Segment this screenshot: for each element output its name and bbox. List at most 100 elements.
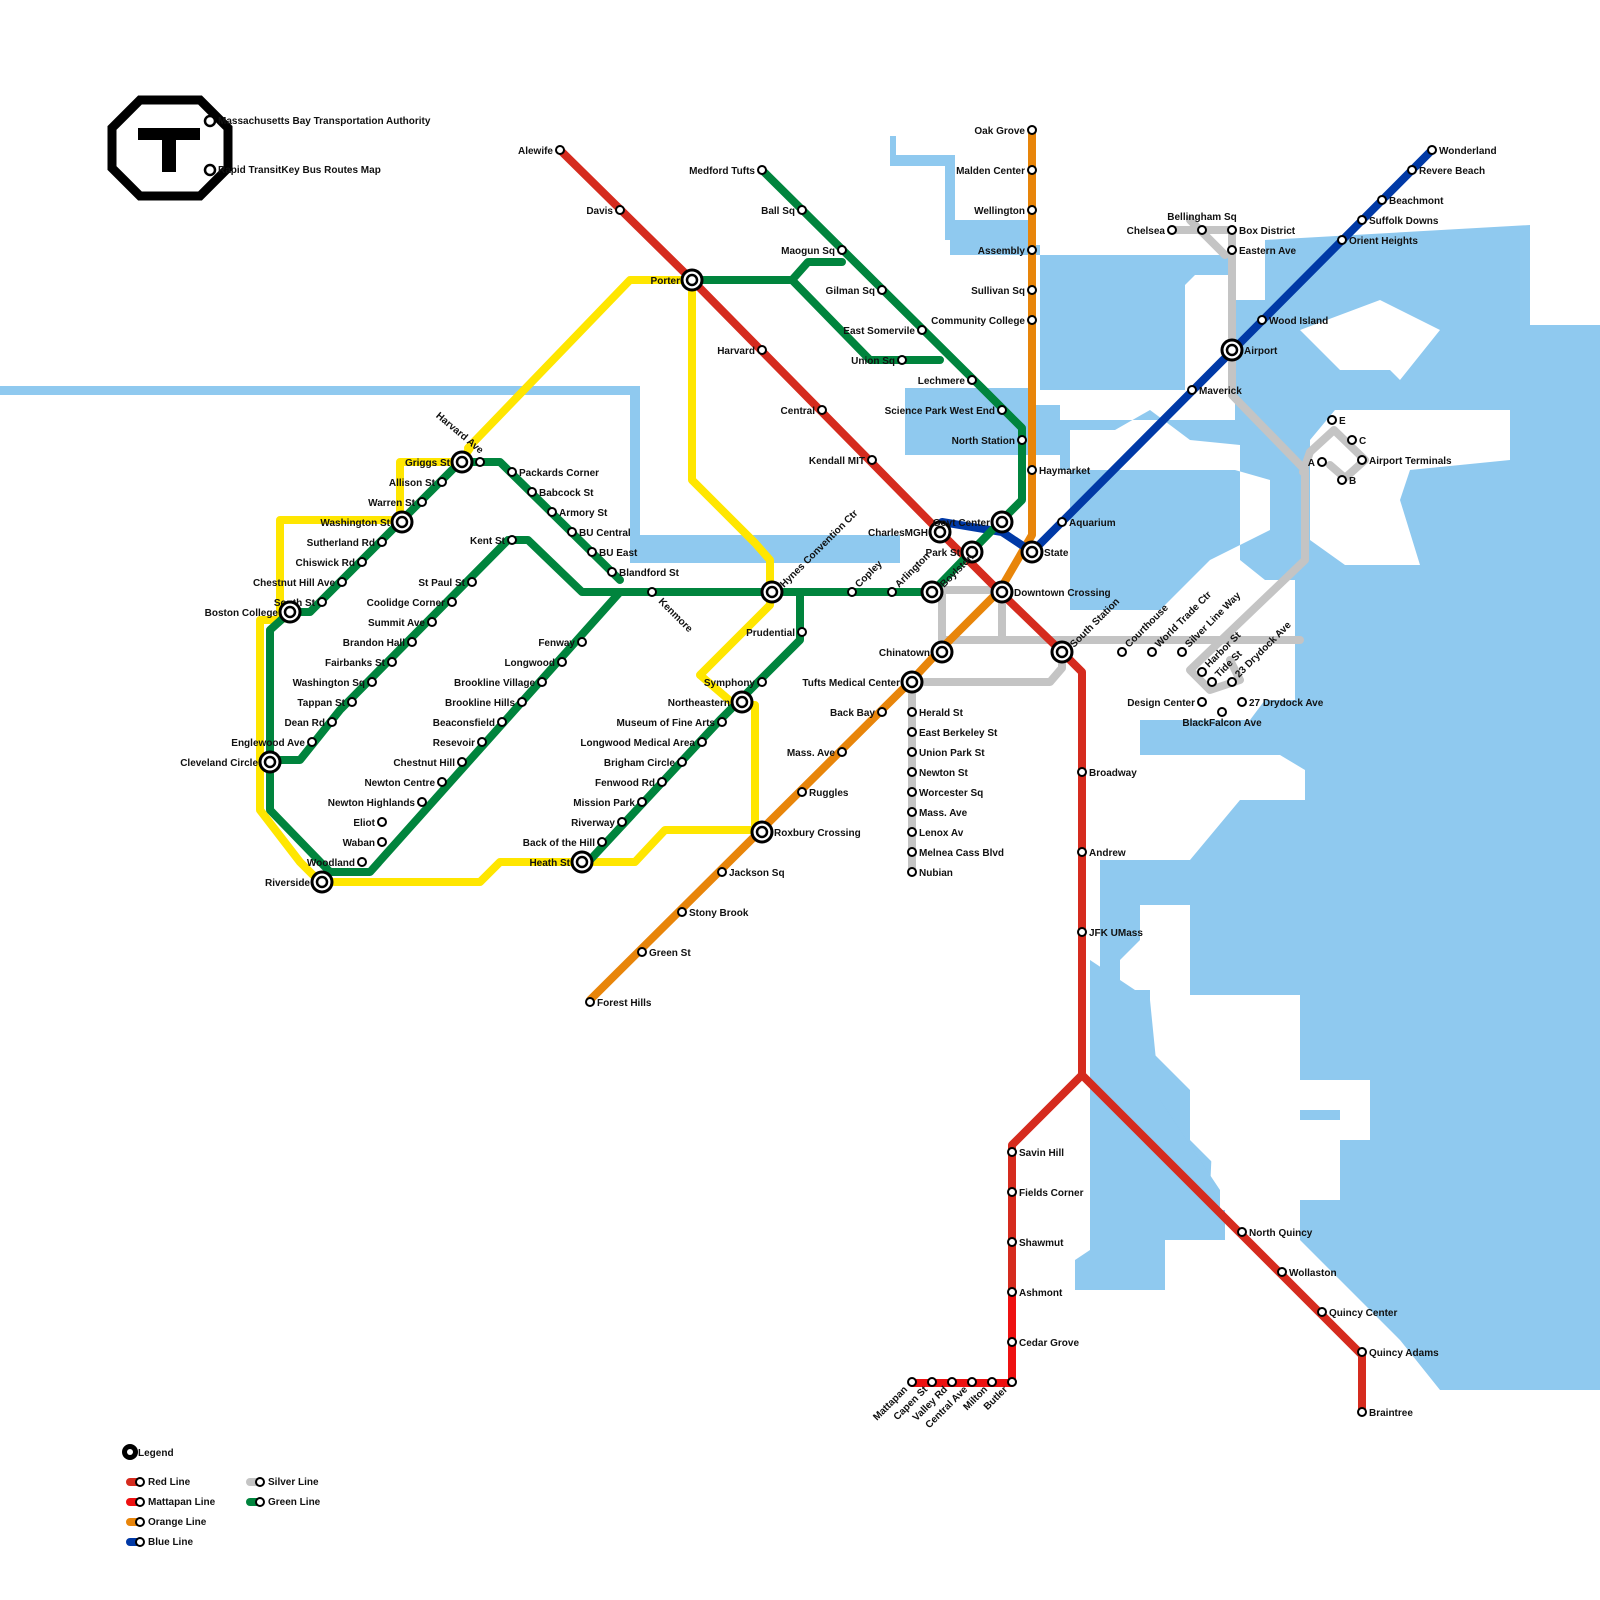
station-silver-line-way	[1177, 647, 1187, 657]
station-label-ruggles: Ruggles	[809, 788, 849, 799]
station-label-brandon-hall: Brandon Hall	[343, 638, 405, 649]
station-label-back-of-the-hill: Back of the Hill	[523, 838, 595, 849]
station-box-district	[1227, 225, 1237, 235]
station-wellington	[1027, 205, 1037, 215]
station-wonderland	[1427, 145, 1437, 155]
station-label-fields-corner: Fields Corner	[1019, 1188, 1084, 1199]
legend-mattapan-line: Mattapan Line	[148, 1497, 216, 1508]
station-label-orient-heights: Orient Heights	[1349, 236, 1418, 247]
station-label-ashmont: Ashmont	[1019, 1288, 1063, 1299]
legend-blue-line: Blue Line	[148, 1537, 193, 1548]
legend-orange-line: Orange Line	[148, 1517, 207, 1528]
station-quincy-adams	[1357, 1347, 1367, 1357]
station-label-jfk-umass: JFK UMass	[1089, 928, 1143, 939]
station-label-fenway: Fenway	[538, 638, 575, 649]
station-label-23-drydock-ave: 23 Drydock Ave	[1233, 619, 1294, 680]
station-label-chelsea: Chelsea	[1127, 226, 1166, 237]
station-label-davis: Davis	[586, 206, 613, 217]
station-b	[1337, 475, 1347, 485]
station-beachmont	[1377, 195, 1387, 205]
station-label-prudential: Prudential	[746, 628, 795, 639]
station-label-union-park-st: Union Park St	[919, 748, 985, 759]
station-melnea-cass-blvd	[907, 847, 917, 857]
station-central	[817, 405, 827, 415]
station-gilman-sq	[877, 285, 887, 295]
station-haymarket	[1027, 465, 1037, 475]
station-label-b: B	[1349, 476, 1356, 487]
station-label-malden-center: Malden Center	[956, 166, 1025, 177]
station-label-park-st: Park St	[926, 548, 961, 559]
station-label-tufts-medical-center: Tufts Medical Center	[802, 678, 900, 689]
station-label-andrew: Andrew	[1089, 848, 1126, 859]
station-label-waban: Waban	[343, 838, 375, 849]
station-dean-rd	[327, 717, 337, 727]
interchange-inner-airport	[1225, 343, 1239, 357]
station-back-bay	[877, 707, 887, 717]
station-label-airport: Airport	[1244, 346, 1278, 357]
station-label-washington-sq: Washington Sq	[293, 678, 365, 689]
station-label-chestnut-hill: Chestnut Hill	[393, 758, 455, 769]
station-label-symphony: Symphony	[704, 678, 756, 689]
station-capen-st	[927, 1377, 937, 1387]
station-blandford-st	[607, 567, 617, 577]
station-label-herald-st: Herald St	[919, 708, 964, 719]
station-label-union-sq: Union Sq	[851, 356, 895, 367]
station-harvard	[757, 345, 767, 355]
station-forest-hills	[585, 997, 595, 1007]
station-wood-island	[1257, 315, 1267, 325]
station-label-harvard: Harvard	[717, 346, 755, 357]
station-worcester-sq	[907, 787, 917, 797]
interchange-inner-govt-center	[995, 515, 1009, 529]
station-label-braintree: Braintree	[1369, 1408, 1413, 1419]
station-label-warren-st: Warren St	[368, 498, 416, 509]
station-alewife	[555, 145, 565, 155]
station-label-forest-hills: Forest Hills	[597, 998, 652, 1009]
station-malden-center	[1027, 165, 1037, 175]
interchange-inner-chinatown	[935, 645, 949, 659]
station-newton-highlands	[417, 797, 427, 807]
station-assembly	[1027, 245, 1037, 255]
station-braintree	[1357, 1407, 1367, 1417]
station-label-lenox-av: Lenox Av	[919, 828, 964, 839]
station-suffolk-downs	[1357, 215, 1367, 225]
station-copley	[847, 587, 857, 597]
station-stony-brook	[677, 907, 687, 917]
station-label-c: C	[1359, 436, 1366, 447]
station-c	[1347, 435, 1357, 445]
station-broadway	[1077, 767, 1087, 777]
water-layer	[0, 136, 1600, 1390]
station-label-a: A	[1308, 458, 1315, 469]
station-label-st-paul-st: St Paul St	[418, 578, 465, 589]
station-label-eastern-ave: Eastern Ave	[1239, 246, 1297, 257]
station-mass-ave	[837, 747, 847, 757]
station-label-lechmere: Lechmere	[918, 376, 966, 387]
station-label-wood-island: Wood Island	[1269, 316, 1328, 327]
station-label-east-somervile: East Somervile	[843, 326, 915, 337]
header-title: Massachusetts Bay Transportation Authori…	[218, 116, 431, 127]
station-allison-st	[437, 477, 447, 487]
station-label-wollaston: Wollaston	[1289, 1268, 1337, 1279]
station-label-govt-center: Govt Center	[933, 518, 990, 529]
station-label-maverick: Maverick	[1199, 386, 1242, 397]
station-label-boston-college: Boston College	[205, 608, 279, 619]
station-label-newton-centre: Newton Centre	[364, 778, 435, 789]
land-cutouts	[1190, 300, 1510, 1200]
interchange-inner-downtown-crossing	[995, 585, 1009, 599]
station-ball-sq	[797, 205, 807, 215]
station-bu-east	[587, 547, 597, 557]
station-label-riverside: Riverside	[265, 878, 310, 889]
station-waban	[377, 837, 387, 847]
station-label-tappan-st: Tappan St	[297, 698, 345, 709]
station-prudential	[797, 627, 807, 637]
station-label-beaconsfield: Beaconsfield	[433, 718, 495, 729]
station-eastern-ave	[1227, 245, 1237, 255]
station-harvard-ave	[475, 457, 485, 467]
station-label-nubian: Nubian	[919, 868, 953, 879]
station-east-somervile	[917, 325, 927, 335]
station-label-back-bay: Back Bay	[830, 708, 875, 719]
station-armory-st	[547, 507, 557, 517]
legend-green-line: Green Line	[268, 1497, 321, 1508]
station-brigham-circle	[677, 757, 687, 767]
station-community-college	[1027, 315, 1037, 325]
interchange-inner-charlesmgh	[933, 525, 947, 539]
